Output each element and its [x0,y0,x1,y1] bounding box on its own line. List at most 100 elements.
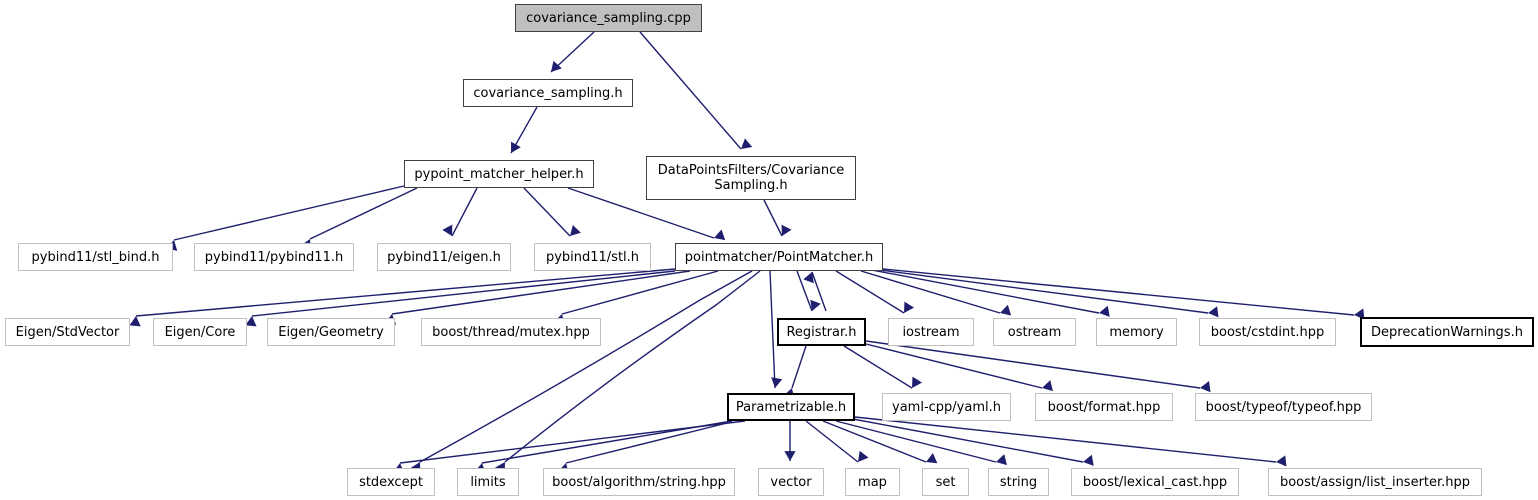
edge-Registrar.h-to-PointMatcher.h [811,271,827,312]
edge-DataPointsFilters-to-PointMatcher.h [763,199,783,237]
edge-Parametrizable.h-to-set [822,420,927,463]
graph-node-boost-assign-list-inserter-hpp[interactable]: boost/assign/list_inserter.hpp [1268,468,1482,496]
graph-node-covariance-sampling-h[interactable]: covariance_sampling.h [463,79,633,107]
graph-node-pybind11-stl-h[interactable]: pybind11/stl.h [534,243,651,271]
edge-Parametrizable.h-to-boost_algorithm_string.hpp [565,422,728,464]
edge-pypoint_matcher_helper.h-to-PointMatcher.h [567,187,715,239]
edge-Registrar.h-to-boost_typeof_typeof.hpp-arrowhead [1200,381,1211,393]
edge-Registrar.h-to-boost_format.hpp-arrowhead [1042,380,1053,392]
edge-pypoint_matcher_helper.h-to-pybind11_eigen.h-arrowhead [442,224,453,236]
graph-node-pointmatcher-pointmatcher-h[interactable]: pointmatcher/PointMatcher.h [675,243,883,271]
graph-node-label: Eigen/Core [164,324,236,340]
edge-Parametrizable.h-to-map-arrowhead [858,450,869,462]
edge-PointMatcher.h-to-Eigen_Core [251,270,676,317]
graph-node-label: Eigen/StdVector [15,324,120,340]
graph-node-pypoint-matcher-helper-h[interactable]: pypoint_matcher_helper.h [404,160,594,188]
edge-pypoint_matcher_helper.h-to-pybind11_stl_bind.h [173,185,405,241]
graph-node-label: stdexcept [359,474,423,490]
edge-PointMatcher.h-to-Parametrizable.h-arrowhead [771,377,783,388]
edge-covariance_sampling.cpp-to-DataPointsFilters-arrowhead [741,138,753,149]
graph-node-label: boost/assign/list_inserter.hpp [1279,474,1471,490]
edge-PointMatcher.h-to-DeprecationWarnings.h-arrowhead [1354,308,1365,320]
edge-Parametrizable.h-to-map [805,420,859,463]
edge-Registrar.h-to-yaml-cpp_yaml.h-arrowhead [912,376,923,388]
graph-node-limits[interactable]: limits [457,468,519,496]
edge-PointMatcher.h-to-Eigen_Core-arrowhead [245,316,257,327]
graph-node-memory[interactable]: memory [1096,318,1177,346]
graph-node-label: boost/format.hpp [1047,399,1161,415]
edge-covariance_sampling.cpp-to-covariance_sampling.h-arrowhead [551,60,562,72]
graph-node-boost-thread-mutex-hpp[interactable]: boost/thread/mutex.hpp [421,318,601,346]
edge-pypoint_matcher_helper.h-to-PointMatcher.h-arrowhead [714,229,726,241]
edge-PointMatcher.h-to-iostream [835,270,905,314]
edge-Registrar.h-to-Parametrizable.h [791,345,807,389]
graph-node-pybind11-pybind11-h[interactable]: pybind11/pybind11.h [194,243,354,271]
graph-node-boost-typeof-typeof-hpp[interactable]: boost/typeof/typeof.hpp [1195,393,1372,421]
graph-node-iostream[interactable]: iostream [888,318,974,346]
edge-Parametrizable.h-to-boost_lexical_cast.hpp [852,418,1084,463]
edge-Registrar.h-to-boost_typeof_typeof.hpp [865,340,1201,389]
graph-node-boost-algorithm-string-hpp[interactable]: boost/algorithm/string.hpp [543,468,735,496]
graph-node-label: pypoint_matcher_helper.h [414,166,584,182]
graph-node-label: iostream [902,324,960,340]
edge-PointMatcher.h-to-Registrar.h [796,270,813,312]
graph-node-eigen-core[interactable]: Eigen/Core [153,318,247,346]
edge-PointMatcher.h-to-boost_cstdint.hpp [879,269,1209,314]
edge-Parametrizable.h-to-string [835,420,997,463]
graph-node-map[interactable]: map [845,468,900,496]
edge-PointMatcher.h-to-DeprecationWarnings.h [882,268,1355,316]
graph-node-boost-cstdint-hpp[interactable]: boost/cstdint.hpp [1199,318,1336,346]
graph-node-yaml-cpp-yaml-h[interactable]: yaml-cpp/yaml.h [882,393,1011,421]
edge-Parametrizable.h-to-vector-arrowhead [784,451,796,461]
edge-PointMatcher.h-to-Registrar.h-arrowhead [810,299,821,311]
edge-covariance_sampling.h-to-pypoint_matcher_helper.h-arrowhead [511,141,521,153]
graph-node-label: memory [1109,324,1164,340]
graph-node-registrar-h[interactable]: Registrar.h [777,318,866,346]
graph-node-ostream[interactable]: ostream [993,318,1076,346]
graph-node-covariance-sampling-cpp[interactable]: covariance_sampling.cpp [515,4,702,32]
graph-node-deprecationwarnings-h[interactable]: DeprecationWarnings.h [1360,317,1534,347]
graph-node-boost-format-hpp[interactable]: boost/format.hpp [1035,393,1173,421]
graph-node-label: pointmatcher/PointMatcher.h [684,249,874,265]
edge-PointMatcher.h-to-Eigen_Geometry [391,270,691,315]
graph-node-vector[interactable]: vector [758,468,824,496]
graph-node-label: DataPointsFilters/Covariance Sampling.h [657,163,845,193]
graph-node-label: pybind11/pybind11.h [204,249,344,265]
edge-Parametrizable.h-to-boost_lexical_cast.hpp-arrowhead [1083,454,1094,466]
edge-Registrar.h-to-yaml-cpp_yaml.h [843,345,913,389]
edge-pypoint_matcher_helper.h-to-pybind11_pybind11.h [309,187,418,240]
edge-PointMatcher.h-to-ostream [860,270,1001,314]
graph-node-label: boost/cstdint.hpp [1210,324,1325,340]
edge-Registrar.h-to-boost_format.hpp [865,343,1043,389]
graph-node-label: ostream [1007,324,1062,340]
edge-pypoint_matcher_helper.h-to-pybind11_stl.h-arrowhead [570,224,581,236]
graph-node-string[interactable]: string [988,468,1049,496]
graph-node-label: string [999,474,1038,490]
edge-Parametrizable.h-to-boost_assign_list_inserter.hpp-arrowhead [1276,455,1287,467]
edge-PointMatcher.h-to-iostream-arrowhead [904,301,915,313]
graph-node-label: boost/thread/mutex.hpp [432,324,590,340]
edge-PointMatcher.h-to-stdexcept [419,270,753,463]
edge-covariance_sampling.cpp-to-DataPointsFilters [639,31,742,150]
graph-node-pybind11-stl-bind-h[interactable]: pybind11/stl_bind.h [18,243,173,271]
edge-Registrar.h-to-PointMatcher.h-arrowhead [803,272,814,284]
edge-Parametrizable.h-to-limits [481,420,733,464]
edge-PointMatcher.h-to-Eigen_StdVector-arrowhead [129,316,141,327]
graph-node-label: covariance_sampling.h [473,85,623,101]
graph-node-label: Parametrizable.h [735,399,847,415]
graph-node-set[interactable]: set [922,468,969,496]
edge-Parametrizable.h-to-set-arrowhead [926,452,938,464]
graph-node-stdexcept[interactable]: stdexcept [347,468,435,496]
edge-PointMatcher.h-to-limits [504,270,761,463]
graph-node-label: boost/lexical_cast.hpp [1082,474,1228,490]
graph-node-pybind11-eigen-h[interactable]: pybind11/eigen.h [377,243,511,271]
graph-node-datapointsfilters-covariance-sampling-h[interactable]: DataPointsFilters/Covariance Sampling.h [646,156,856,200]
graph-node-eigen-geometry[interactable]: Eigen/Geometry [267,318,395,346]
graph-node-boost-lexical-cast-hpp[interactable]: boost/lexical_cast.hpp [1071,468,1239,496]
edge-Parametrizable.h-to-boost_assign_list_inserter.hpp [854,416,1277,463]
graph-node-eigen-stdvector[interactable]: Eigen/StdVector [5,318,130,346]
edge-pypoint_matcher_helper.h-to-pybind11_stl.h [523,187,571,237]
graph-node-parametrizable-h[interactable]: Parametrizable.h [727,393,855,421]
edge-pypoint_matcher_helper.h-to-pybind11_eigen.h [451,187,478,237]
